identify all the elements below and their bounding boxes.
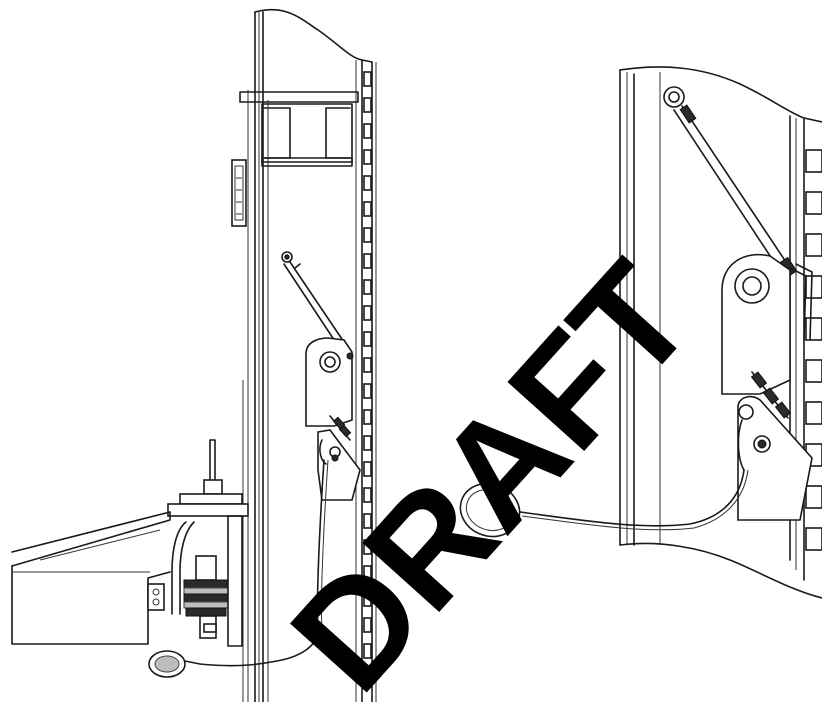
rail-slot [363, 201, 372, 217]
detail-rail-slot [805, 359, 822, 383]
base-assembly [11, 439, 249, 647]
turnbuckle-bolt [329, 415, 352, 441]
full-side-view [11, 8, 377, 702]
detail-rail-slot [805, 527, 822, 551]
rail-slot [363, 97, 372, 113]
slotted-rail [363, 71, 372, 685]
detail-diagonal-strut [663, 86, 813, 341]
rail-slot [363, 409, 372, 425]
detail-rail-slot [805, 233, 822, 257]
detail-rail-slot [805, 317, 822, 341]
rail-slot [363, 305, 372, 321]
detail-rail-slot [805, 149, 822, 173]
rail-slot [363, 643, 372, 659]
detail-rail-slot [805, 275, 822, 299]
rail-slot [363, 591, 372, 607]
detail-lanyard-cable [519, 469, 749, 531]
detail-view [459, 66, 822, 599]
detail-slotted-rail [805, 149, 822, 551]
detail-turnbuckle [750, 371, 792, 419]
rail-slot [363, 617, 372, 633]
rail-slot [363, 435, 372, 451]
rail-slot [363, 487, 372, 503]
main-column [242, 8, 377, 702]
upper-bracket [239, 91, 359, 167]
detail-hinge-plate [721, 253, 791, 395]
rail-slot [363, 253, 372, 269]
oval-tag [148, 650, 186, 678]
rail-slot [363, 669, 372, 685]
detail-rail-slot [805, 485, 822, 509]
rail-slot [363, 461, 372, 477]
detail-rail-slot [805, 191, 822, 215]
rail-slot [363, 175, 372, 191]
diagonal-strut [281, 251, 353, 359]
rail-slot [363, 71, 372, 87]
rail-slot [363, 565, 372, 581]
side-clip [231, 159, 247, 227]
detail-oval-tag [459, 482, 521, 538]
rail-slot [363, 279, 372, 295]
rail-slot [363, 383, 372, 399]
hinge-plate [305, 337, 354, 427]
rail-slot [363, 357, 372, 373]
rail-slot [363, 331, 372, 347]
latch-plate [317, 429, 361, 501]
rail-slot [363, 539, 372, 555]
rail-slot [363, 227, 372, 243]
rail-slot [363, 123, 372, 139]
detail-column [619, 66, 822, 599]
detail-rail-slot [805, 401, 822, 425]
rail-slot [363, 513, 372, 529]
lanyard-cable [179, 459, 329, 667]
rail-slot [363, 149, 372, 165]
detail-latch-plate [737, 395, 813, 521]
